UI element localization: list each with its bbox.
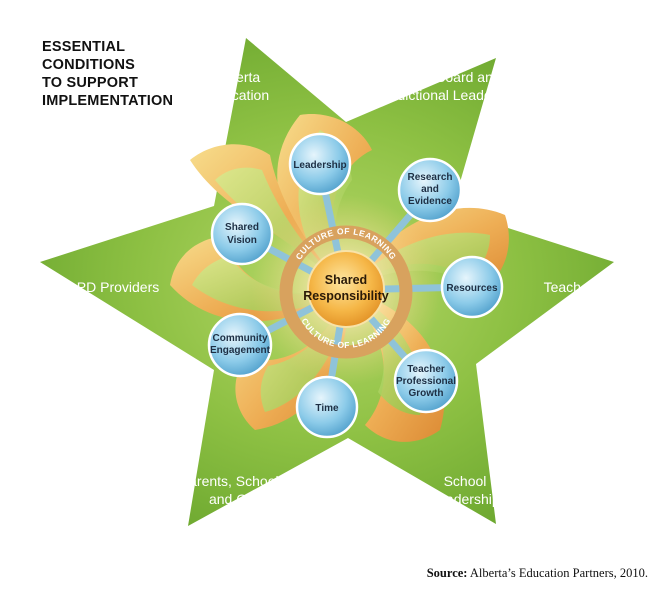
condition-research-line-1: Research xyxy=(407,172,452,183)
heading-line-1: ESSENTIAL xyxy=(42,39,126,55)
condition-resources-label: Resources xyxy=(446,283,498,294)
parents-line-1: Parents, School Councils xyxy=(180,473,336,489)
condition-resources: Resources xyxy=(440,255,504,319)
hub-label-line-1: Shared xyxy=(325,273,367,287)
condition-teacher-line-1: Teacher xyxy=(407,364,445,375)
alberta-education-line-2: Education xyxy=(207,87,269,103)
star-point-pd-providers: PD Providers xyxy=(77,279,159,295)
condition-time-label: Time xyxy=(315,403,339,414)
culture-ring xyxy=(279,225,413,359)
school-leadership-line-2: Leadership xyxy=(430,491,499,507)
star-point-school-leadership: School Leadership xyxy=(430,473,499,507)
condition-leadership-label: Leadership xyxy=(293,160,346,171)
heading-line-3: TO SUPPORT xyxy=(42,75,138,91)
star-point-school-board: School Board and Jurisdictional Leadersh… xyxy=(368,69,522,103)
condition-shared-vision: Shared Vision xyxy=(210,202,274,266)
school-board-line-1: School Board and xyxy=(389,69,500,85)
source-citation: Source: Alberta’s Education Partners, 20… xyxy=(427,566,648,581)
condition-research-line-2: and xyxy=(421,184,439,195)
condition-shared-vision-line-2: Vision xyxy=(227,235,257,246)
condition-time: Time xyxy=(295,375,359,439)
pd-providers-label: PD Providers xyxy=(77,279,159,295)
condition-community-line-1: Community xyxy=(213,333,268,344)
alberta-education-line-1: Alberta xyxy=(216,69,261,85)
shared-responsibility-hub xyxy=(307,250,385,328)
heading-line-4: IMPLEMENTATION xyxy=(42,93,174,109)
source-text: Alberta’s Education Partners, 2010. xyxy=(469,566,648,580)
condition-leadership: Leadership xyxy=(288,132,352,196)
diagram-heading: ESSENTIAL CONDITIONS TO SUPPORT IMPLEMEN… xyxy=(42,38,173,110)
hub-label-line-2: Responsibility xyxy=(303,289,388,303)
condition-research-line-3: Evidence xyxy=(408,196,452,207)
source-label: Source: xyxy=(426,566,468,580)
star-point-alberta-education: Alberta Education xyxy=(207,69,269,103)
teachers-label: Teachers xyxy=(544,279,601,295)
condition-teacher-line-2: Professional xyxy=(396,376,456,387)
condition-teacher-line-3: Growth xyxy=(409,388,444,399)
condition-community-line-2: Engagement xyxy=(210,345,271,356)
star-point-parents: Parents, School Councils and Community xyxy=(180,473,336,507)
condition-shared-vision-line-1: Shared xyxy=(225,222,259,233)
condition-community-engagement: Community Engagement xyxy=(207,312,273,378)
heading-line-2: CONDITIONS xyxy=(42,57,136,73)
star-point-teachers: Teachers xyxy=(544,279,601,295)
condition-research-and-evidence: Research and Evidence xyxy=(397,157,463,223)
parents-line-2: and Community xyxy=(209,491,307,507)
condition-teacher-professional-growth: Teacher Professional Growth xyxy=(393,348,459,414)
school-board-line-2: Jurisdictional Leadership xyxy=(368,87,522,103)
school-leadership-line-1: School xyxy=(444,473,487,489)
